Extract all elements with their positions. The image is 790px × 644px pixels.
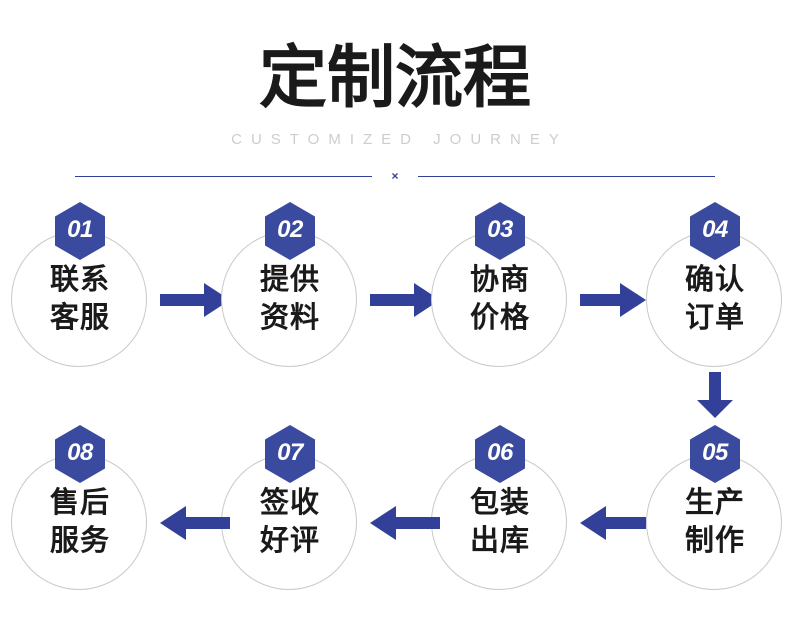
flow-step-08[interactable]: 08 售后 服务 [11,425,149,592]
arrow-left-06-07 [370,506,440,540]
step-label-line1: 生产 [684,487,745,519]
step-label-line1: 售后 [49,487,110,519]
step-label: 协商 价格 [431,261,569,337]
step-label-line2: 价格 [469,302,530,334]
header: 定制流程 CUSTOMIZED JOURNEY × [0,0,790,195]
arrow-down-04-05 [697,372,733,418]
step-label: 提供 资料 [221,261,359,337]
arrow-left-05-06 [580,506,646,540]
step-label-line2: 制作 [684,525,745,557]
flow-step-05[interactable]: 05 生产 制作 [646,425,784,592]
step-label-line1: 签收 [259,487,320,519]
step-number: 04 [702,216,728,243]
step-number: 07 [277,439,303,466]
step-label-line1: 协商 [469,264,530,296]
flow-step-01[interactable]: 01 联系 客服 [11,202,149,369]
step-number: 06 [487,439,513,466]
step-number-badge: 01 [55,202,105,260]
page-title: 定制流程 [258,40,531,116]
step-circle [221,231,357,367]
arrow-right-03-04 [580,283,646,317]
step-label: 售后 服务 [11,484,149,560]
divider-rule-right [418,176,715,177]
arrow-right-01-02 [160,283,230,317]
divider-x-icon: × [391,169,399,183]
step-label: 联系 客服 [11,261,149,337]
page-subtitle: CUSTOMIZED JOURNEY [231,131,568,148]
divider-rule-left [75,176,372,177]
step-label-line2: 出库 [469,525,530,557]
header-divider: × [75,169,715,183]
step-label-line1: 确认 [684,264,745,296]
step-label: 生产 制作 [646,484,784,560]
flow-step-02[interactable]: 02 提供 资料 [221,202,359,369]
flow-step-04[interactable]: 04 确认 订单 [646,202,784,369]
step-number: 03 [487,216,513,243]
step-label: 签收 好评 [221,484,359,560]
step-label: 包装 出库 [431,484,569,560]
step-label-line2: 好评 [259,525,320,557]
step-label-line2: 订单 [684,302,745,334]
step-label-line1: 包装 [469,487,530,519]
flow-step-07[interactable]: 07 签收 好评 [221,425,359,592]
step-label-line2: 资料 [259,302,320,334]
step-number: 08 [67,439,93,466]
flow-step-03[interactable]: 03 协商 价格 [431,202,569,369]
step-number: 02 [277,216,303,243]
step-label-line1: 提供 [259,264,320,296]
arrow-right-02-03 [370,283,440,317]
step-number: 05 [702,439,728,466]
arrow-left-07-08 [160,506,230,540]
flow-step-06[interactable]: 06 包装 出库 [431,425,569,592]
step-label-line2: 客服 [49,302,110,334]
step-label-line2: 服务 [49,525,110,557]
step-label: 确认 订单 [646,261,784,337]
step-number: 01 [67,216,93,243]
step-label-line1: 联系 [49,264,110,296]
step-number-badge: 02 [265,202,315,260]
